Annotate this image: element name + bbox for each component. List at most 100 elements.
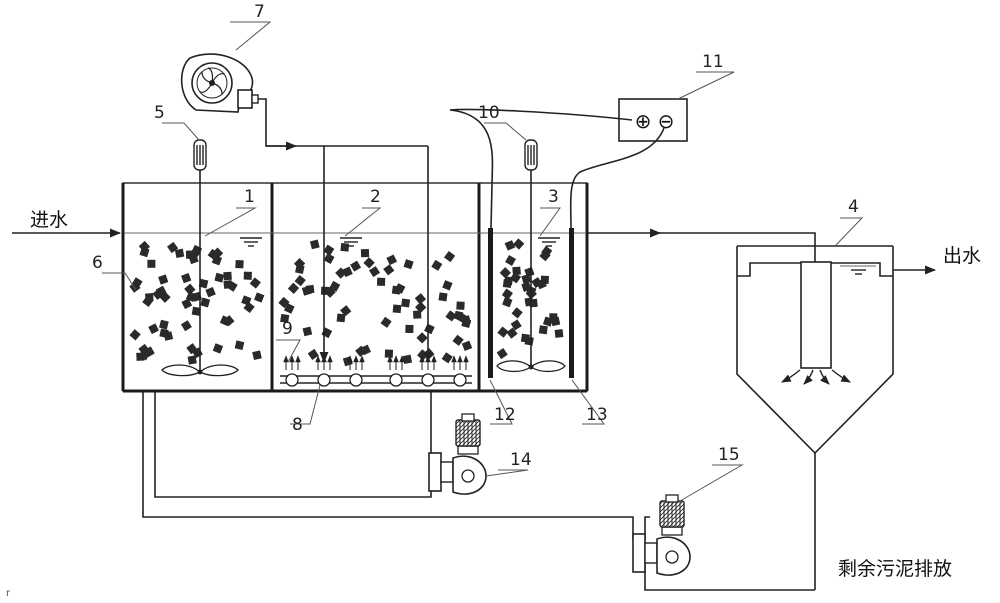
carrier-particle — [323, 244, 335, 256]
carrier-particle — [198, 278, 209, 289]
carrier-particle — [223, 271, 232, 281]
label-10: 10 — [478, 103, 500, 123]
label-14: 14 — [510, 450, 532, 470]
electrode-13 — [569, 228, 574, 378]
carrier-particle — [254, 292, 265, 303]
carrier-particle — [380, 316, 392, 328]
carrier-particle — [219, 315, 231, 326]
carrier-particle — [376, 277, 386, 286]
label-1: 1 — [244, 187, 255, 207]
carrier-particle — [307, 348, 319, 360]
carrier-particle — [520, 333, 530, 343]
carrier-particle — [336, 313, 346, 323]
stirrer-motor-10 — [524, 139, 538, 367]
carrier-particle — [205, 286, 216, 298]
inflow-label: 进水 — [30, 209, 68, 231]
label-8: 8 — [292, 415, 303, 435]
carrier-particle — [554, 329, 564, 338]
carrier-particle — [129, 329, 141, 341]
carrier-particle — [159, 319, 169, 330]
pump-15 — [632, 494, 691, 576]
label-12: 12 — [494, 405, 516, 425]
carrier-particle — [412, 310, 422, 319]
carrier-particle — [212, 343, 224, 354]
carrier-particle — [505, 255, 516, 266]
carrier-particle — [416, 332, 428, 344]
label-3: 3 — [548, 187, 559, 207]
carrier-particle — [521, 281, 532, 292]
electric-wire — [449, 108, 665, 229]
carrier-particle — [414, 293, 427, 305]
carrier-particle — [340, 242, 350, 252]
carrier-particle — [513, 238, 525, 250]
carrier-particle — [512, 266, 521, 276]
carrier-particle — [174, 248, 185, 258]
carrier-particle — [320, 286, 330, 296]
carrier-particle — [142, 295, 154, 308]
carrier-particle — [167, 241, 179, 254]
carrier-media — [129, 238, 564, 367]
carrier-particle — [415, 301, 427, 313]
carrier-particle — [147, 259, 156, 268]
carrier-particle — [191, 306, 201, 316]
carrier-particle — [184, 283, 196, 295]
carrier-particle — [368, 266, 381, 278]
carrier-particle — [329, 280, 341, 292]
carrier-particle — [452, 334, 464, 346]
label-4: 4 — [848, 197, 859, 217]
carrier-particle — [355, 345, 367, 357]
blower-7 — [180, 53, 259, 113]
carrier-particle — [181, 298, 193, 310]
carrier-particle — [335, 267, 347, 279]
carrier-particle — [501, 288, 513, 300]
carrier-particle — [538, 325, 548, 335]
stirrer-impeller-tank3 — [496, 360, 566, 373]
carrier-particle — [383, 264, 395, 276]
aeration-pipe-8 — [280, 373, 472, 387]
carrier-particle — [506, 327, 518, 339]
carrier-particle — [531, 277, 543, 289]
carrier-particle — [323, 253, 335, 265]
carrier-particle — [540, 275, 550, 285]
carrier-particle — [305, 284, 315, 294]
carrier-particle — [461, 318, 472, 328]
carrier-particle — [360, 248, 370, 258]
carrier-particle — [158, 274, 169, 285]
carrier-particle — [441, 352, 453, 364]
carrier-particle — [445, 310, 457, 322]
carrier-particle — [461, 340, 473, 352]
label-11: 11 — [702, 52, 724, 72]
carrier-particle — [497, 326, 509, 338]
carrier-particle — [287, 282, 300, 294]
carrier-particle — [350, 260, 362, 272]
carrier-particle — [444, 251, 456, 263]
carrier-particle — [252, 350, 262, 360]
carrier-particle — [438, 292, 448, 302]
carrier-particle — [340, 305, 352, 317]
carrier-particle — [294, 274, 306, 287]
carrier-particle — [190, 246, 202, 258]
carrier-particle — [309, 239, 320, 250]
carrier-particle — [181, 272, 192, 284]
carrier-particle — [549, 313, 558, 322]
carrier-particle — [499, 267, 511, 279]
pump-14 — [428, 413, 487, 495]
positive-terminal: ⊕ — [635, 109, 652, 133]
effluent-pipe — [655, 232, 816, 262]
carrier-particle — [207, 248, 219, 260]
carrier-particle — [511, 307, 523, 319]
carrier-particle — [278, 296, 290, 309]
carrier-particle — [442, 280, 453, 291]
carrier-particle — [280, 313, 290, 323]
carrier-particle — [392, 304, 402, 314]
carrier-particle — [155, 285, 167, 297]
carrier-particle — [453, 310, 464, 321]
carrier-particle — [321, 327, 333, 339]
settling-tank-4 — [736, 245, 894, 455]
electrode-12 — [488, 228, 493, 378]
carrier-particle — [431, 259, 443, 271]
negative-terminal: ⊖ — [658, 109, 675, 133]
carrier-particle — [363, 257, 375, 269]
carrier-particle — [187, 355, 197, 365]
